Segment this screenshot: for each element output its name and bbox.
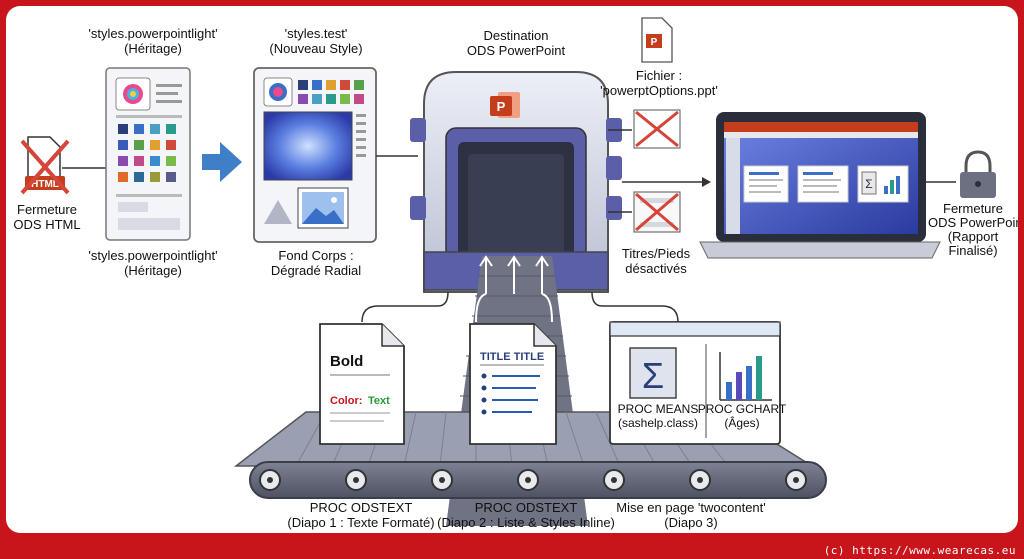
laptop-icon: Σ (699, 112, 941, 259)
label-styles-light-bottom: 'styles.powerpointlight' (Héritage) (88, 248, 218, 278)
ppt-file-icon: P (641, 17, 673, 63)
arrow-right-icon (202, 142, 242, 182)
slide-doc-formatted-text: Bold Color: Text (319, 323, 405, 445)
ods-powerpoint-machine: P (410, 71, 622, 293)
label-fermeture-ppt: Fermeture ODS PowerPoint (Rapport Finali… (928, 201, 1018, 258)
html-file-icon: HTML (20, 136, 70, 195)
radial-gradient-preview (263, 111, 353, 181)
label-styles-test: 'styles.test' (Nouveau Style) (269, 26, 363, 56)
label-styles-light-top: 'styles.powerpointlight' (Héritage) (88, 26, 218, 56)
label-proc2: PROC ODSTEXT (Diapo 2 : Liste & Styles I… (437, 500, 615, 530)
powerpoint-logo-icon: P (490, 92, 520, 118)
svg-text:Σ: Σ (642, 355, 664, 396)
label-proc-means: PROC MEANS (sashelp.class) (617, 402, 699, 430)
doc1-text-label: Text (368, 395, 390, 407)
label-html-close: Fermeture ODS HTML (13, 202, 81, 232)
diagram-canvas: HTML (6, 6, 1018, 533)
lock-icon (960, 150, 996, 198)
mountain-icon (264, 200, 292, 224)
svg-text:P: P (651, 37, 658, 48)
image-icon (302, 208, 344, 224)
label-fond-corps: Fond Corps : Dégradé Radial (270, 248, 362, 278)
svg-text:P: P (497, 99, 506, 114)
doc2-title: TITLE TITLE (480, 351, 544, 363)
bar-chart-icon (719, 352, 772, 401)
label-titres: Titres/Pieds désactivés (621, 246, 691, 276)
label-proc1: PROC ODSTEXT (Diapo 1 : Texte Formaté) (287, 500, 435, 530)
doc1-bold: Bold (330, 353, 363, 370)
disabled-title-icon (633, 191, 681, 233)
sigma-icon (629, 347, 677, 399)
bullet-icon (481, 373, 487, 379)
label-proc-gchart: PROC GCHART (Âges) (697, 402, 787, 430)
label-fichier: Fichier : 'powerptOptions.ppt' (600, 68, 718, 98)
upward-arrows (475, 255, 553, 323)
label-proc3: Mise en page 'twocontent' (Diapo 3) (616, 500, 766, 530)
slide-doc-list: TITLE TITLE (469, 323, 557, 445)
label-destination: Destination ODS PowerPoint (466, 28, 566, 58)
slide-doc-twocontent: Σ (609, 321, 781, 445)
footer-url: (c) https://www.wearecas.eu (823, 544, 1016, 557)
doc1-color-label: Color: (330, 395, 362, 407)
disabled-file-icon (633, 109, 681, 149)
swatch-grid (118, 124, 176, 182)
html-icon-label: HTML (31, 179, 59, 190)
style-sheet-light (105, 67, 191, 241)
style-sheet-test (253, 67, 377, 243)
svg-text:Σ: Σ (865, 177, 872, 191)
arrow-head-icon (702, 177, 711, 187)
